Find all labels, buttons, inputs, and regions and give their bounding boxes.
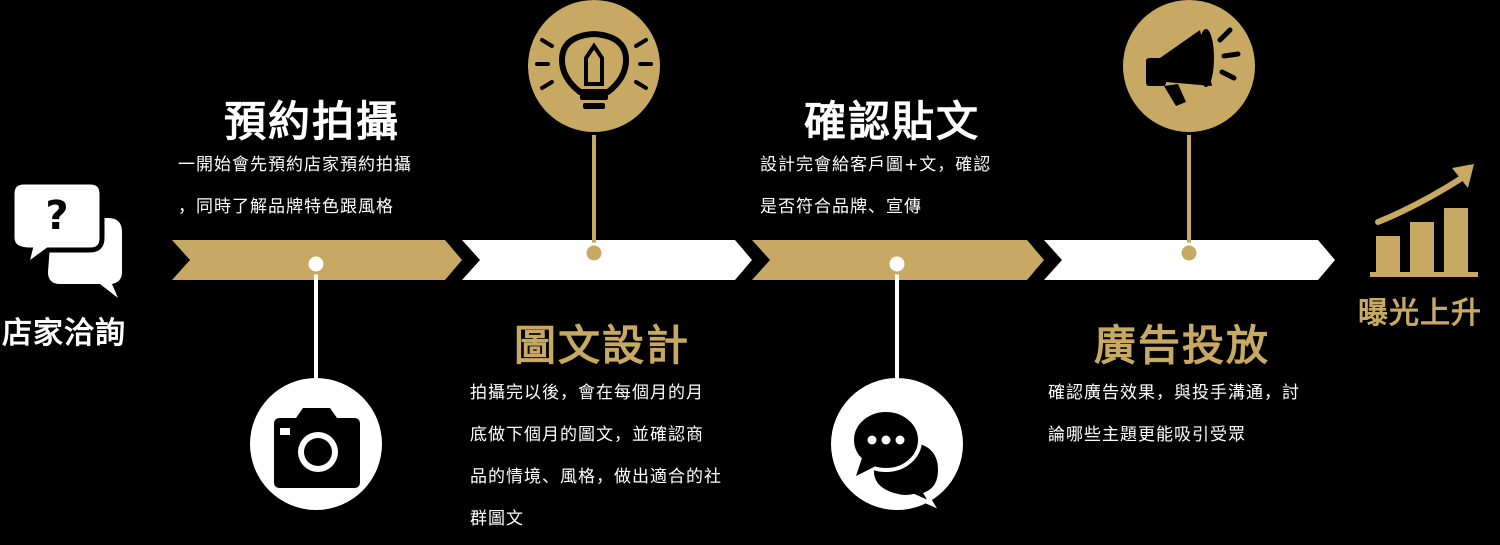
step-2-line-1: 拍攝完以後，會在每個月的月 xyxy=(470,383,704,403)
svg-text:?: ? xyxy=(45,193,68,239)
step-4-description: 確認廣告效果，與投手溝通，討 論哪些主題更能吸引受眾 xyxy=(1048,372,1300,456)
step-1-line-1: 一開始會先預約店家預約拍攝 xyxy=(178,155,412,175)
step-2-title: 圖文設計 xyxy=(514,321,691,370)
start-label: 店家洽詢 xyxy=(2,316,126,351)
lightbulb-icon xyxy=(528,0,660,132)
step-2-line-4: 群圖文 xyxy=(470,509,524,529)
arrow-segment-2 xyxy=(462,240,752,280)
growth-chart-icon xyxy=(1370,164,1478,277)
step-3-line-2: 是否符合品牌、宣傳 xyxy=(760,197,922,217)
step-2-line-3: 品的情境、風格，做出適合的社 xyxy=(470,467,722,487)
step-2-description: 拍攝完以後，會在每個月的月 底做下個月的圖文，並確認商 品的情境、風格，做出適合… xyxy=(470,372,722,540)
connector-dot-step-1 xyxy=(305,253,327,275)
megaphone-icon xyxy=(1123,0,1255,132)
end-label: 曝光上升 xyxy=(1358,296,1482,331)
step-1-title: 預約拍攝 xyxy=(224,97,401,146)
camera-icon xyxy=(250,378,382,510)
step-4-line-2: 論哪些主題更能吸引受眾 xyxy=(1048,425,1246,445)
step-3-title: 確認貼文 xyxy=(804,97,981,146)
connector-dot-step-2 xyxy=(583,242,605,264)
step-3-description: 設計完會給客戶圖+文，確認 是否符合品牌、宣傳 xyxy=(760,144,991,228)
chat-bubbles-icon xyxy=(831,378,963,510)
step-1-line-2: ，同時了解品牌特色跟風格 xyxy=(178,197,394,217)
step-2-line-2: 底做下個月的圖文，並確認商 xyxy=(470,425,704,445)
connector-dot-step-3 xyxy=(886,253,908,275)
connector-dot-step-4 xyxy=(1178,242,1200,264)
step-4-title: 廣告投放 xyxy=(1094,321,1271,370)
step-3-line-1: 設計完會給客戶圖+文，確認 xyxy=(760,155,992,175)
step-4-line-1: 確認廣告效果，與投手溝通，討 xyxy=(1048,383,1300,403)
step-1-description: 一開始會先預約店家預約拍攝 ，同時了解品牌特色跟風格 xyxy=(178,144,412,228)
chat-question-icon: ? xyxy=(9,179,122,298)
